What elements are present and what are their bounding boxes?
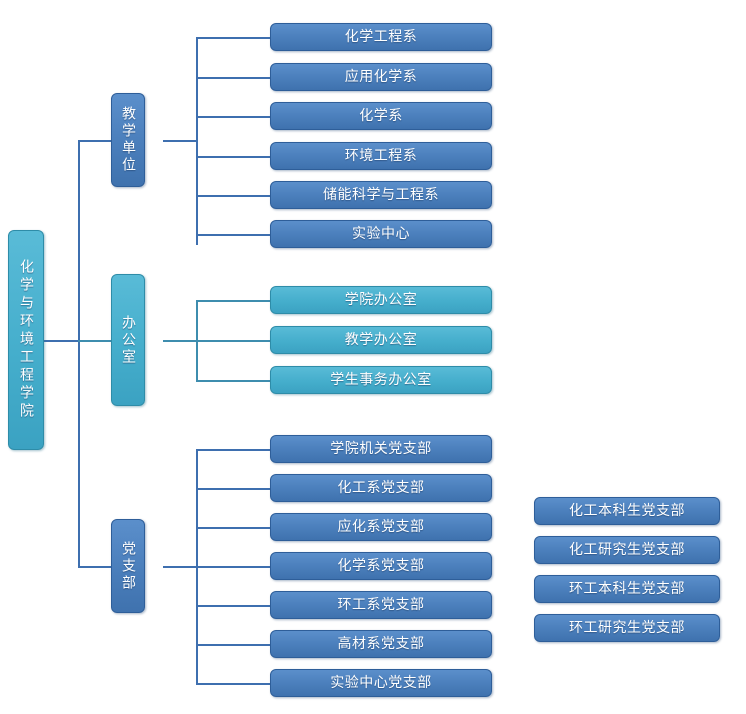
connector-office-child-3 [196,380,271,382]
node-leaf-chemical-engineering-dept[interactable]: 化学工程系 [270,23,492,51]
connector-office-child-2 [196,340,271,342]
node-leaf-polymer-party-branch[interactable]: 高材系党支部 [270,630,492,658]
node-leaf-chemistry-dept[interactable]: 化学系 [270,102,492,130]
node-side-chemeng-undergrad-party-branch[interactable]: 化工本科生党支部 [534,497,720,525]
node-leaf-envieng-party-branch[interactable]: 环工系党支部 [270,591,492,619]
connector-party-child-2 [196,488,271,490]
connector-teaching-child-4 [196,156,271,158]
connector-spine-to-teaching [78,140,111,142]
node-leaf-chemeng-party-branch[interactable]: 化工系党支部 [270,474,492,502]
connector-party-child-1 [196,449,271,451]
node-side-envieng-undergrad-party-branch[interactable]: 环工本科生党支部 [534,575,720,603]
node-leaf-college-office[interactable]: 学院办公室 [270,286,492,314]
connector-office-stub [163,340,198,342]
connector-teaching-child-2 [196,77,271,79]
node-leaf-student-affairs-office[interactable]: 学生事务办公室 [270,366,492,394]
connector-party-child-6 [196,644,271,646]
connector-party-child-7 [196,683,271,685]
node-root-college[interactable]: 化学与环境工程学院 [8,230,44,450]
connector-party-stub [163,566,198,568]
node-leaf-appliedchem-party-branch[interactable]: 应化系党支部 [270,513,492,541]
node-leaf-experiment-center[interactable]: 实验中心 [270,220,492,248]
connector-party-child-3 [196,527,271,529]
node-leaf-applied-chemistry-dept[interactable]: 应用化学系 [270,63,492,91]
connector-root-stub [44,340,79,342]
node-leaf-teaching-office[interactable]: 教学办公室 [270,326,492,354]
connector-main-spine [78,140,80,567]
connector-party-child-5 [196,605,271,607]
connector-party-child-4 [196,566,271,568]
node-leaf-environmental-engineering-dept[interactable]: 环境工程系 [270,142,492,170]
node-leaf-experiment-center-party-branch[interactable]: 实验中心党支部 [270,669,492,697]
node-side-chemeng-grad-party-branch[interactable]: 化工研究生党支部 [534,536,720,564]
node-leaf-energy-storage-dept[interactable]: 储能科学与工程系 [270,181,492,209]
node-leaf-chemistry-party-branch[interactable]: 化学系党支部 [270,552,492,580]
connector-teaching-spine [196,37,198,245]
connector-spine-to-office [78,340,111,342]
node-leaf-college-admin-party-branch[interactable]: 学院机关党支部 [270,435,492,463]
connector-spine-to-party [78,566,111,568]
node-branch-party-branch[interactable]: 党支部 [111,519,145,613]
connector-office-child-1 [196,300,271,302]
connector-teaching-child-6 [196,234,271,236]
connector-teaching-child-1 [196,37,271,39]
connector-teaching-child-5 [196,195,271,197]
node-side-envieng-grad-party-branch[interactable]: 环工研究生党支部 [534,614,720,642]
connector-teaching-stub [163,140,198,142]
connector-teaching-child-3 [196,116,271,118]
node-branch-office[interactable]: 办公室 [111,274,145,406]
node-branch-teaching-units[interactable]: 教学单位 [111,93,145,187]
